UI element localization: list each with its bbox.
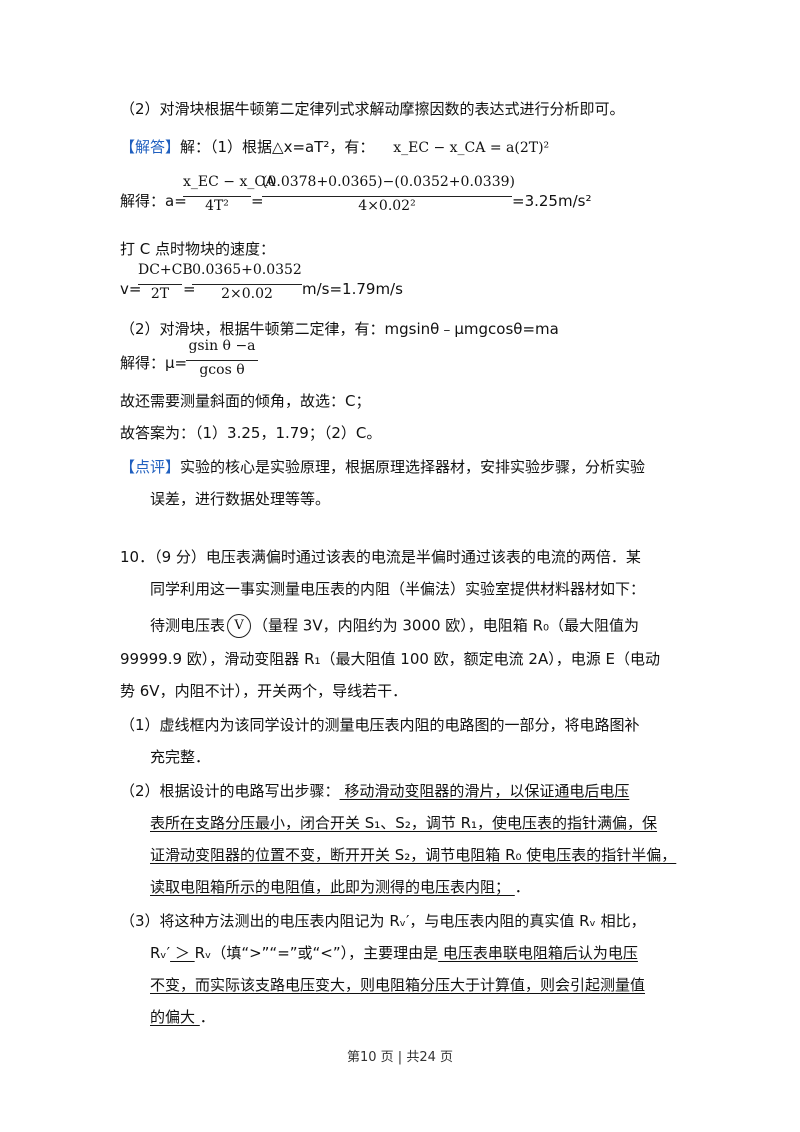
fraction-v-numeric: 0.0365+0.0352 2×0.02	[192, 262, 302, 308]
part-3-reason-end: 的偏大 ．	[150, 1006, 215, 1028]
answer-line: 【解答】解：（1）根据△x=aT²，有： x_EC − x_CA = a(2T)…	[120, 136, 549, 159]
answer-intro: 解：（1）根据△x=aT²，有：	[180, 138, 375, 156]
answer-tag: 【解答】	[120, 138, 181, 156]
voltmeter-label: 待测电压表	[150, 616, 226, 635]
final-answer-line: 故答案为：（1）3.25，1.79；（2）C。	[120, 424, 382, 442]
question-10-line-2: 同学利用这一事实测量电压表的内阻（半偏法）实验室提供材料器材如下：	[150, 580, 646, 598]
fraction-bar	[138, 284, 182, 285]
part-2-line-1: （2）根据设计的电路写出步骤： 移动滑动变阻器的滑片，以保证通电后电压	[120, 780, 629, 802]
formula-xec-xca: x_EC − x_CA = a(2T)²	[393, 140, 550, 156]
page-footer: 第10 页 | 共24 页	[347, 1050, 453, 1065]
question-10-line-5: 势 6V，内阻不计），开关两个，导线若干．	[120, 682, 408, 700]
part-3-mid: Rᵥ（填“>”“=”或“<”），主要理由是	[194, 944, 439, 962]
rv-prime: Rᵥ′	[150, 944, 171, 962]
fraction-denominator: 4T²	[205, 198, 229, 214]
fraction-bar	[183, 196, 251, 197]
result-a: =3.25m/s²	[512, 192, 592, 210]
part-2-answer-cont-3: 读取电阻箱所示的电阻值，此即为测得的电压表内阻；	[150, 878, 515, 896]
part-2-answer-cont-2: 证滑动变阻器的位置不变，断开开关 S₂，调节电阻箱 R₀ 使电压表的指针半偏，	[150, 846, 677, 864]
part-2-prompt: （2）根据设计的电路写出步骤：	[120, 782, 340, 800]
fraction-numerator: x_EC − x_CA	[183, 174, 276, 190]
solve-a-label: 解得：a=	[120, 192, 187, 210]
comment-text-cont: 误差，进行数据处理等等。	[150, 490, 331, 508]
fraction-a-symbolic: x_EC − x_CA 4T²	[183, 174, 276, 220]
part-3-reason-last: 的偏大	[150, 1008, 200, 1026]
fraction-denominator: 4×0.02²	[358, 198, 416, 214]
fraction-mu: gsin θ −a gcos θ	[186, 338, 258, 384]
period: ．	[199, 1008, 215, 1026]
question-10-line-4: 99999.9 欧），滑动变阻器 R₁（最大阻值 100 欧，额定电流 2A），…	[120, 650, 660, 668]
part-2-answer: 移动滑动变阻器的滑片，以保证通电后电压	[339, 782, 630, 800]
conclusion-line: 故还需要测量斜面的倾角，故选：C；	[120, 392, 371, 410]
mu-label: 解得：μ=	[120, 354, 188, 372]
fraction-bar	[262, 196, 512, 197]
comment-line: 【点评】实验的核心是实验原理，根据原理选择器材，安排实验步骤，分析实验	[120, 456, 645, 478]
newton-law-line: （2）对滑块，根据牛顿第二定律，有：mgsinθ﹣μmgcosθ=ma	[120, 320, 559, 338]
fraction-v-symbolic: DC+CB 2T	[138, 262, 193, 308]
part-3-line-2: Rᵥ′ ＞ Rᵥ（填“>”“=”或“<”），主要理由是 电压表串联电阻箱后认为电…	[150, 942, 638, 964]
fraction-numerator: DC+CB	[138, 262, 193, 278]
velocity-label: v=	[120, 280, 142, 298]
fraction-bar	[192, 284, 302, 285]
comment-text: 实验的核心是实验原理，根据原理选择器材，安排实验步骤，分析实验	[180, 458, 646, 476]
velocity-intro: 打 C 点时物块的速度：	[120, 240, 276, 258]
fraction-denominator: 2×0.02	[221, 286, 273, 302]
result-v: m/s=1.79m/s	[302, 280, 403, 298]
hint-line: （2）对滑块根据牛顿第二定律列式求解动摩擦因数的表达式进行分析即可。	[120, 100, 625, 118]
voltmeter-spec: （量程 3V，内阻约为 3000 欧），电阻箱 R₀（最大阻值为	[253, 616, 640, 635]
fraction-a-numeric: (0.0378+0.0365)−(0.0352+0.0339) 4×0.02²	[262, 174, 515, 220]
part-3-blank-2: 电压表串联电阻箱后认为电压	[438, 944, 638, 962]
fraction-denominator: 2T	[150, 286, 170, 302]
fraction-denominator: gcos θ	[199, 362, 245, 378]
part-2-answer-cont-1: 表所在支路分压最小，闭合开关 S₁、S₂，调节 R₁，使电压表的指针满偏，保	[150, 814, 658, 832]
fraction-numerator: (0.0378+0.0365)−(0.0352+0.0339)	[262, 174, 515, 190]
fraction-numerator: 0.0365+0.0352	[192, 262, 302, 278]
period: ．	[514, 878, 530, 896]
question-10-line-1: 10．（9 分）电压表满偏时通过该表的电流是半偏时通过该表的电流的两倍．某	[120, 548, 641, 566]
fraction-numerator: gsin θ −a	[188, 338, 256, 354]
part-2-answer-end: 读取电阻箱所示的电阻值，此即为测得的电压表内阻； ．	[150, 876, 530, 898]
part-3-blank-1: ＞	[170, 944, 195, 962]
part-3-reason-cont: 不变，而实际该支路电压变大，则电阻箱分压大于计算值，则会引起测量值	[150, 976, 646, 994]
equals-sign: =	[251, 192, 264, 210]
fraction-bar	[186, 360, 258, 361]
part-3-line-1: （3）将这种方法测出的电压表内阻记为 Rᵥ′，与电压表内阻的真实值 Rᵥ 相比，	[120, 912, 646, 930]
comment-tag: 【点评】	[120, 458, 181, 476]
voltmeter-icon: V	[227, 614, 252, 638]
part-1-line-1: （1）虚线框内为该同学设计的测量电压表内阻的电路图的一部分，将电路图补	[120, 716, 640, 734]
part-1-line-2: 充完整．	[150, 748, 211, 766]
